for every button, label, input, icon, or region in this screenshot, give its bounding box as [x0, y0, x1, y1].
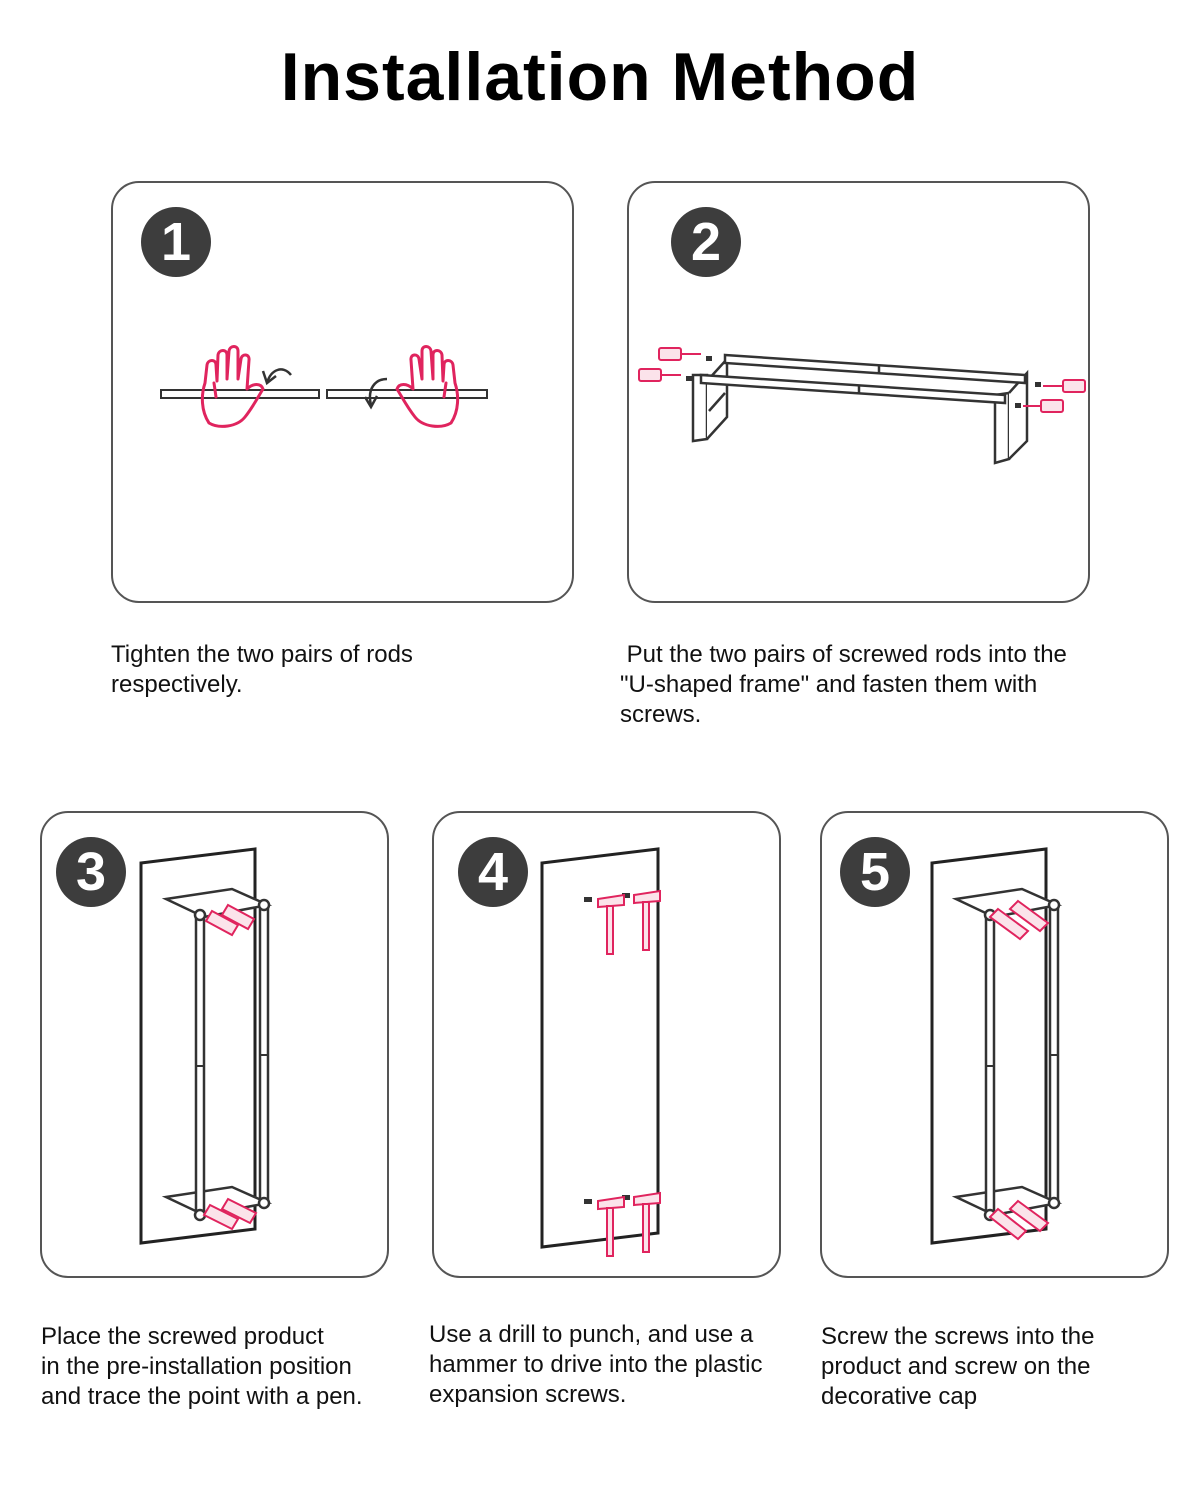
hand-icon — [395, 345, 460, 428]
page-title: Installation Method — [280, 39, 920, 115]
step-1-badge: 1 — [141, 207, 211, 277]
arrow-head — [363, 395, 379, 410]
step-4-illustration — [540, 847, 661, 1257]
step-4-badge: 4 — [458, 837, 528, 907]
step-1-caption: Tighten the two pairs of rods respective… — [111, 641, 413, 698]
rotate-arrow-icon — [368, 377, 388, 406]
step-4-caption: Use a drill to punch, and use a hammer t… — [429, 1321, 763, 1408]
screwdriver-icon — [638, 368, 681, 382]
left-bracket-side — [706, 355, 729, 440]
step-3-panel: 3 — [40, 811, 389, 1278]
screwdriver-icon — [1023, 399, 1064, 413]
screwdriver-icon — [988, 899, 1050, 941]
wall-board — [540, 847, 660, 1249]
step-5-caption: Screw the screws into the product and sc… — [821, 1323, 1095, 1410]
step-2-caption: Put the two pairs of screwed rods into t… — [620, 641, 1067, 728]
screwdriver-icon — [1043, 379, 1086, 393]
step-2-badge: 2 — [671, 207, 741, 277]
pen-icon — [204, 903, 256, 937]
step-3-illustration — [139, 847, 273, 1245]
screwdriver-icon — [658, 347, 701, 361]
hammer-icon — [633, 889, 661, 951]
rod-left — [160, 389, 320, 399]
step-5-illustration — [930, 847, 1063, 1245]
rotate-arrow-icon — [265, 368, 292, 384]
step-1-panel: 1 — [111, 181, 574, 603]
rod-right — [326, 389, 488, 399]
step-1-illustration — [160, 345, 488, 428]
step-5-badge: 5 — [840, 837, 910, 907]
screwdriver-icon — [988, 1199, 1050, 1241]
step-2-illustration — [638, 347, 1086, 465]
left-bracket — [691, 373, 709, 443]
hammer-icon — [633, 1191, 661, 1253]
step-5-panel: 5 — [820, 811, 1169, 1278]
hammer-icon — [597, 1195, 625, 1257]
lower-rod — [699, 373, 1007, 405]
arrow-head — [261, 370, 277, 386]
step-3-caption: Place the screwed product in the pre-ins… — [41, 1323, 363, 1410]
upper-rod — [723, 353, 1027, 385]
hand-icon — [200, 345, 265, 428]
right-bracket-side — [1008, 369, 1029, 460]
step-3-badge: 3 — [56, 837, 126, 907]
hammer-icon — [597, 893, 625, 955]
pen-icon — [202, 1197, 258, 1231]
step-4-panel: 4 — [432, 811, 781, 1278]
step-2-panel: 2 — [627, 181, 1090, 603]
